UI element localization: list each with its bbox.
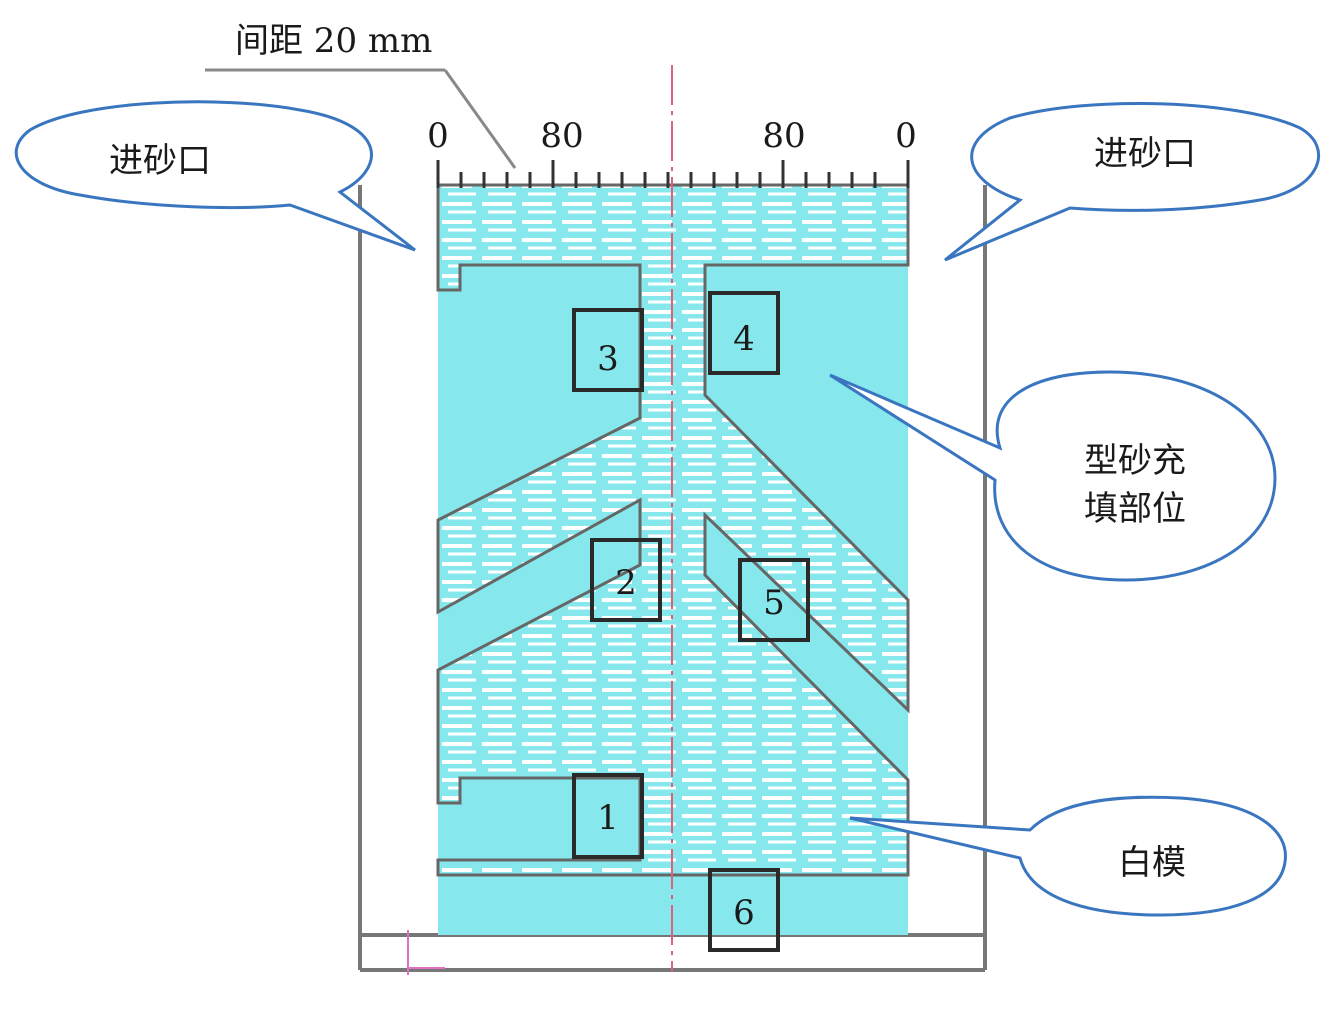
sample-label-2: 2 <box>615 563 637 603</box>
callout-sand-fill-line1: 型砂充 <box>1084 441 1186 481</box>
sample-box-4 <box>708 291 780 375</box>
sample-boxes <box>572 291 810 952</box>
scale-ticks <box>436 160 910 188</box>
scale-right-eighty: 80 <box>762 116 805 156</box>
sample-label-5: 5 <box>763 583 785 623</box>
callout-sand-inlet-left-text: 进砂口 <box>109 141 211 181</box>
sample-box-3 <box>572 308 644 392</box>
sample-box-5 <box>738 558 810 642</box>
sample-label-6: 6 <box>733 893 755 933</box>
callout-white-model-text: 白模 <box>1118 843 1186 883</box>
sample-label-3: 3 <box>597 339 619 379</box>
sample-box-6 <box>708 868 780 952</box>
spacing-leader <box>205 68 517 169</box>
spacing-label: 间距 20 mm <box>235 21 432 61</box>
callout-sand-inlet-left <box>14 100 416 252</box>
callout-sand-inlet-right <box>944 101 1320 262</box>
callout-sand-inlet-right-text: 进砂口 <box>1094 134 1196 174</box>
scale-right-zero: 0 <box>895 116 917 156</box>
sample-label-1: 1 <box>597 798 619 838</box>
callout-white-model <box>849 795 1287 917</box>
corner-mark <box>407 930 445 975</box>
scale-left-zero: 0 <box>427 116 449 156</box>
sample-label-4: 4 <box>733 319 755 359</box>
callout-sand-fill-line2: 填部位 <box>1084 489 1186 529</box>
scale-left-eighty: 80 <box>540 116 583 156</box>
sample-box-2 <box>590 538 662 622</box>
callout-sand-fill <box>829 370 1277 582</box>
sample-box-1 <box>572 773 644 859</box>
